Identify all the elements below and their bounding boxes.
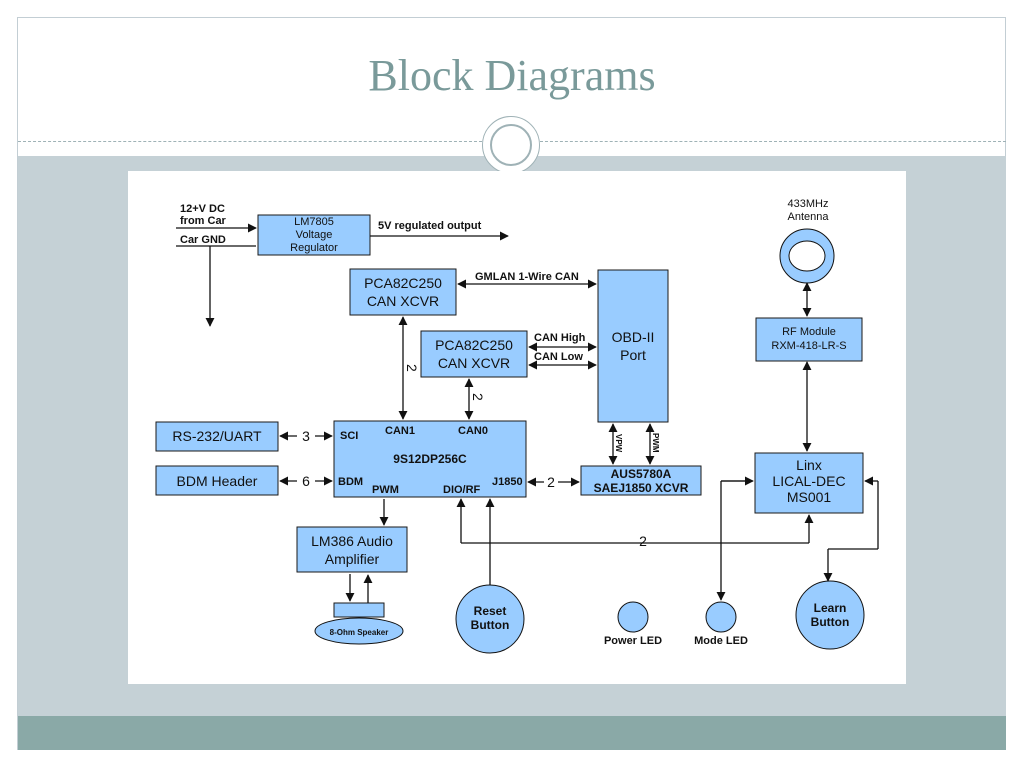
pca-mid-block	[420, 330, 528, 378]
obd-port-label: OBD-II	[612, 329, 655, 345]
speaker-icon	[314, 617, 404, 645]
vpw-label: VPW	[614, 434, 623, 453]
mcu-sci: SCI	[340, 430, 358, 442]
num-3-bg	[297, 428, 315, 444]
linx-block	[754, 452, 864, 514]
rf-module-label: RXM-418-LR-S	[771, 340, 846, 352]
regulated-output-label: 5V regulated output	[378, 220, 482, 232]
can-high-label: CAN High	[534, 332, 586, 344]
learn-label: Learn	[814, 601, 847, 615]
antenna-ring	[788, 240, 826, 272]
lm386-label: Amplifier	[325, 551, 380, 567]
input-gnd-label: Car GND	[180, 234, 226, 246]
mcu-dio: DIO/RF	[443, 484, 481, 496]
pca-mid-label: CAN XCVR	[438, 355, 510, 371]
num-2-can1: 2	[404, 364, 420, 372]
pwm-obd-label: PWM	[651, 433, 660, 453]
antenna-label: 433MHz	[788, 198, 829, 210]
mcu-j1850: J1850	[492, 476, 523, 488]
mcu-name: 9S12DP256C	[393, 452, 467, 466]
num-2-j1850: 2	[547, 474, 555, 490]
slide-title: Block Diagrams	[368, 51, 656, 100]
num-6-bg	[297, 473, 315, 489]
footer-bar	[18, 716, 1006, 750]
block-diagram: 12+V DC from Car Car GND LM7805 Voltage …	[155, 198, 879, 654]
num-2-can0: 2	[470, 393, 486, 401]
num-2-bottom: 2	[639, 533, 647, 549]
power-led-icon	[617, 601, 649, 633]
aus-block	[580, 465, 702, 496]
pca-mid-label: PCA82C250	[435, 337, 513, 353]
mcu-can0: CAN0	[458, 425, 488, 437]
mcu-pwm: PWM	[372, 484, 399, 496]
num-3-label: 3	[302, 428, 310, 444]
gmlan-label: GMLAN 1-Wire CAN	[475, 271, 579, 283]
regulator-label: LM7805	[294, 216, 334, 228]
diagram-panel: 12+V DC from Car Car GND LM7805 Voltage …	[128, 171, 906, 684]
linx-label: Linx	[796, 457, 822, 473]
pca-top-block	[349, 268, 457, 316]
linx-label: LICAL-DEC	[772, 473, 845, 489]
speaker-label: 8-Ohm Speaker	[330, 628, 389, 637]
mode-led-icon	[705, 601, 737, 633]
antenna-label: Antenna	[788, 211, 830, 223]
obd-port-block	[597, 269, 669, 423]
learn-button	[795, 580, 865, 650]
regulator-label: Regulator	[290, 242, 338, 254]
speaker-magnet	[333, 602, 385, 618]
lm386-block	[296, 526, 408, 573]
reset-label: Reset	[474, 604, 507, 618]
mcu-bdm: BDM	[338, 476, 363, 488]
rs232-label: RS-232/UART	[172, 428, 262, 444]
pca-top-label: PCA82C250	[364, 275, 442, 291]
aus-label: AUS5780A	[611, 467, 672, 481]
power-led-label: Power LED	[604, 635, 662, 647]
reset-button	[455, 584, 525, 654]
bdm-header-block	[155, 465, 279, 496]
num-2-j1850-bg	[544, 474, 558, 490]
obd-port-label: Port	[620, 347, 646, 363]
rf-module-label: RF Module	[782, 326, 836, 338]
input-12v-label: 12+V DC	[180, 203, 225, 215]
input-12v-label: from Car	[180, 215, 227, 227]
mode-led-label: Mode LED	[694, 635, 748, 647]
title-divider-left	[18, 141, 482, 142]
regulator-label: Voltage	[296, 229, 333, 241]
mcu-can1: CAN1	[385, 425, 415, 437]
lm386-label: LM386 Audio	[311, 533, 393, 549]
mcu-block	[333, 420, 527, 498]
rs232-block	[155, 421, 279, 452]
can-low-label: CAN Low	[534, 351, 583, 363]
rf-module-block	[755, 317, 863, 362]
learn-label: Button	[811, 615, 850, 629]
reset-label: Button	[471, 618, 510, 632]
title-divider-right	[540, 141, 1006, 142]
regulator-block	[257, 214, 371, 256]
num-6-label: 6	[302, 473, 310, 489]
bdm-header-label: BDM Header	[177, 473, 258, 489]
pca-top-label: CAN XCVR	[367, 293, 439, 309]
aus-label: SAEJ1850 XCVR	[594, 481, 689, 495]
linx-label: MS001	[787, 489, 832, 505]
ornament-circle-icon	[482, 116, 540, 174]
